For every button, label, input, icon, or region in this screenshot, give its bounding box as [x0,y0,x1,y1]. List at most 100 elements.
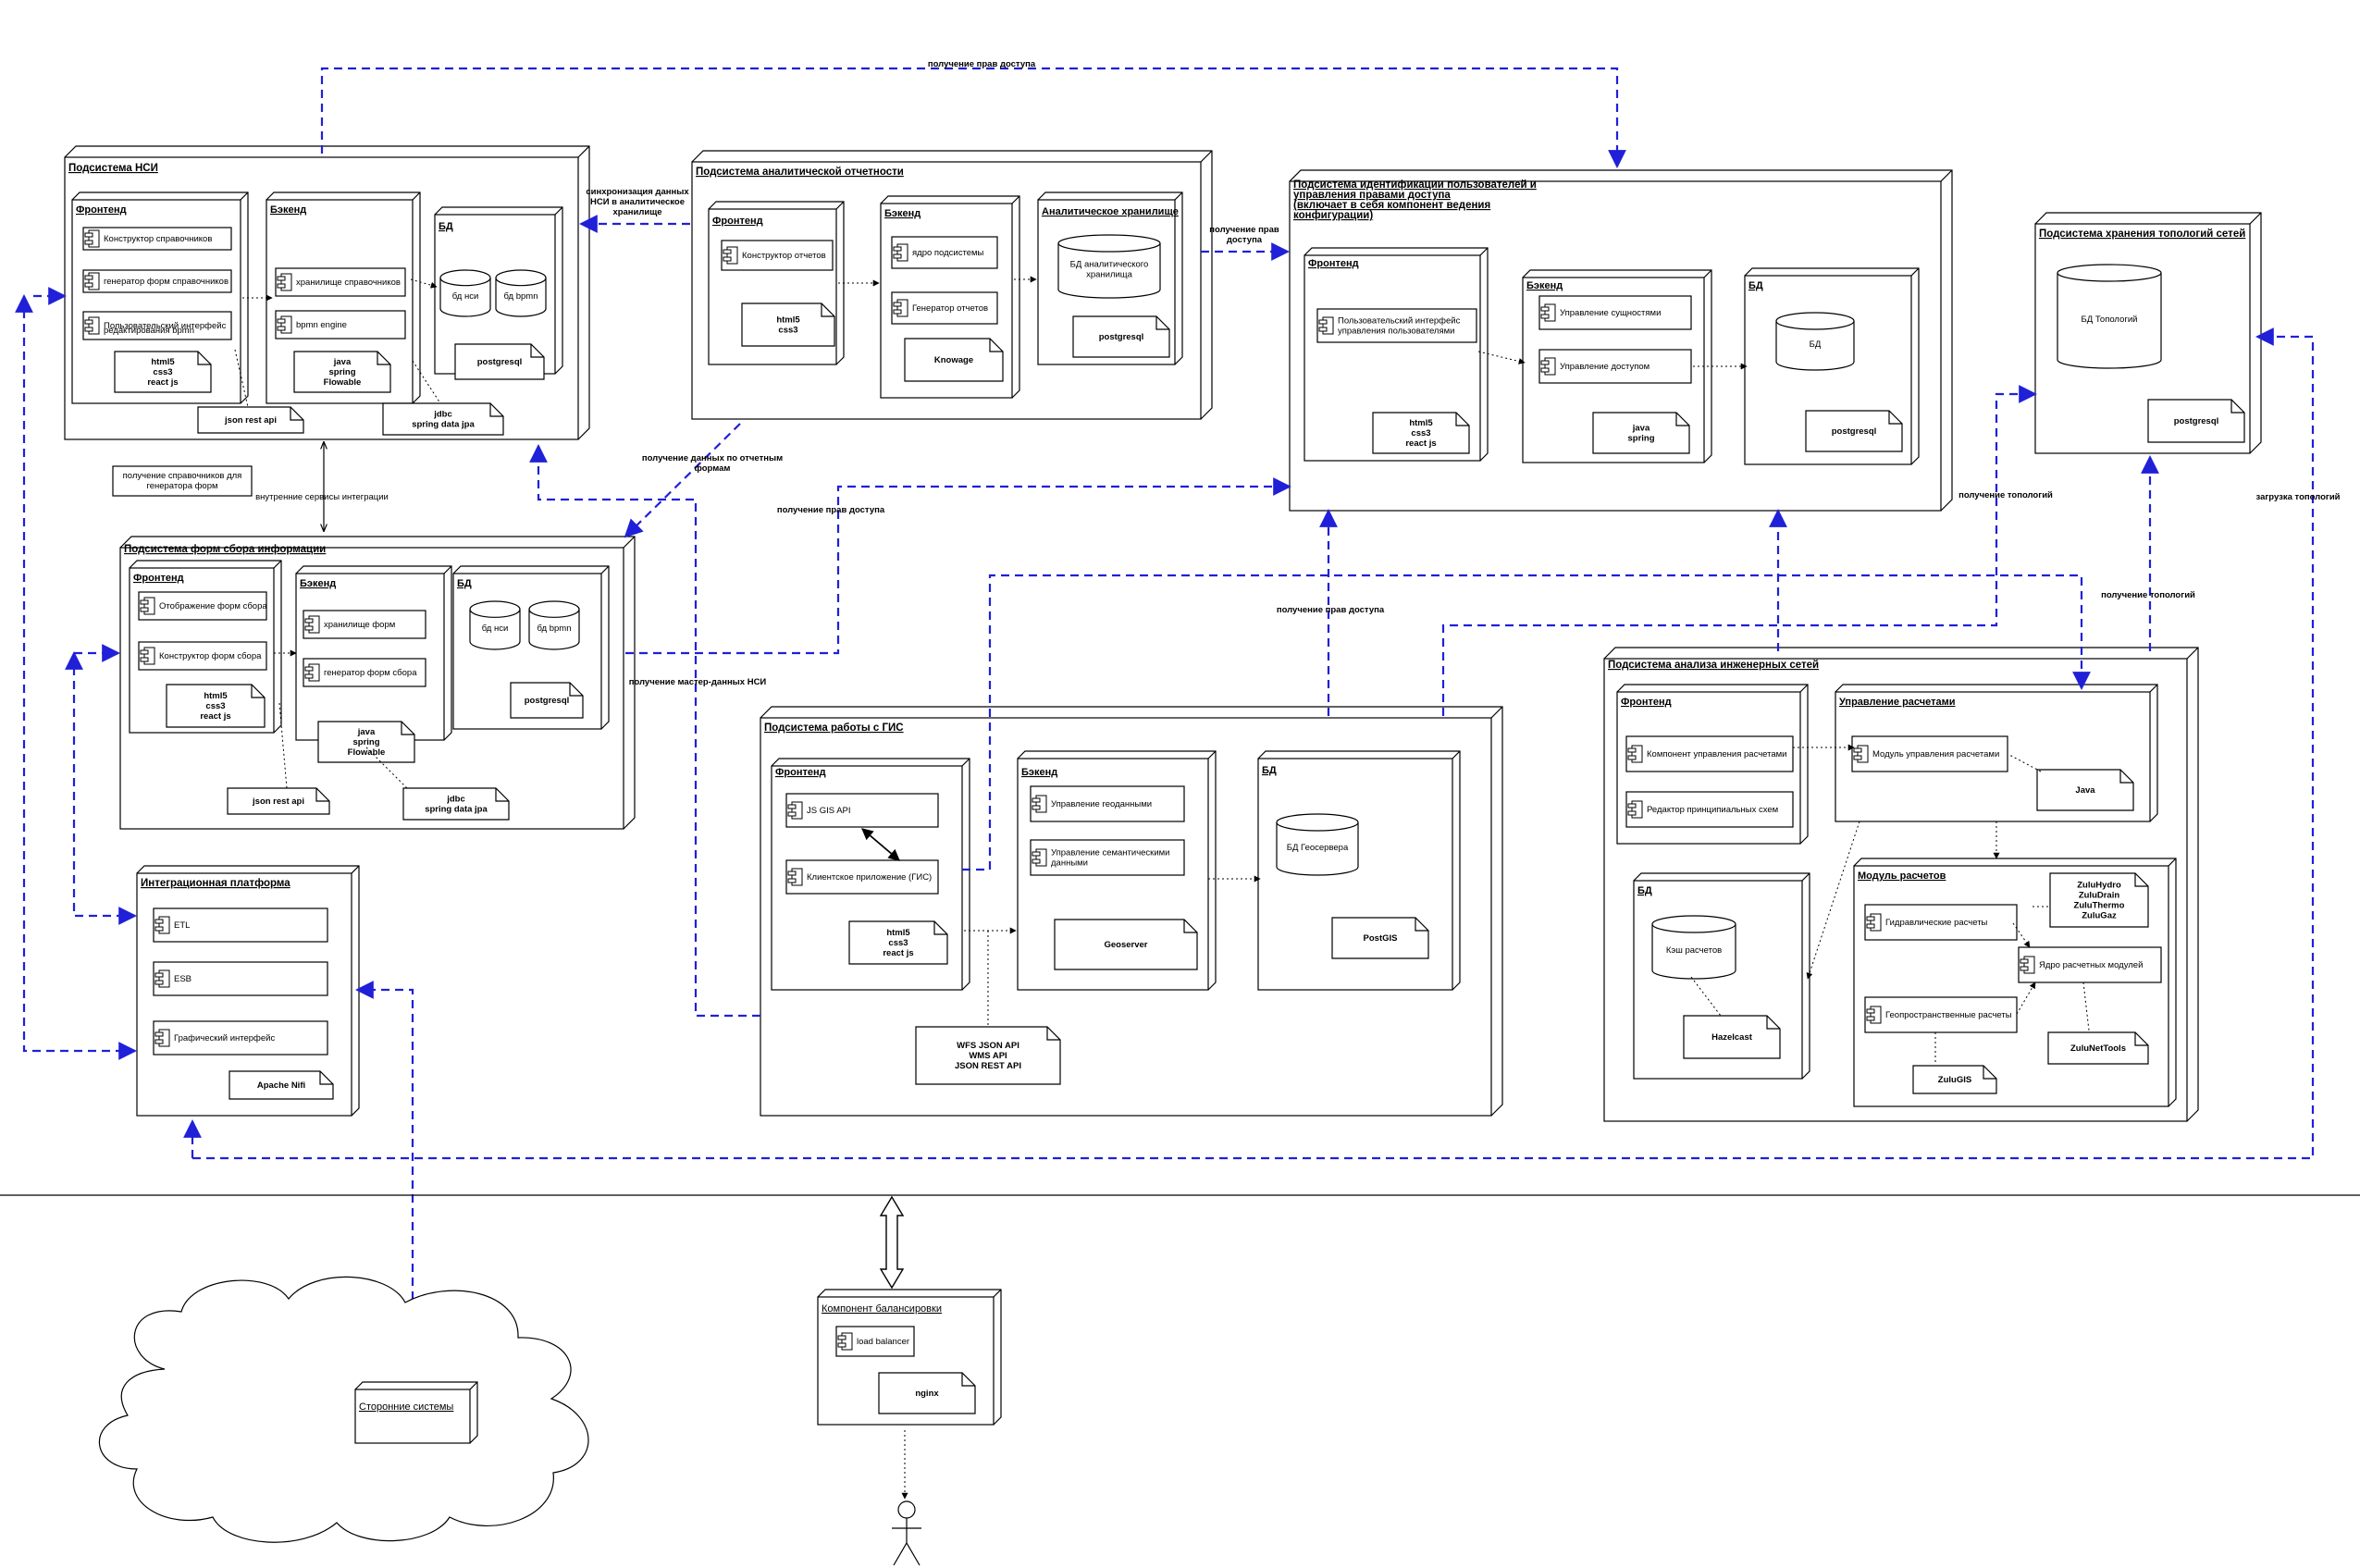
gis-api-artifact-label: WMS API [969,1051,1007,1061]
eng-calc-mgmt-component-box [1625,735,1794,772]
topo-artifact-doc [2147,399,2245,443]
edge-sync-label-line: синхронизация данных [586,187,689,197]
integ-nifi-artifact-fold [319,1071,333,1085]
gis-db-body [1276,822,1359,876]
edge-sync-label-line: НСИ в аналитическое [590,197,685,207]
edge-access-forms [625,477,1291,655]
forms-backend-node-frame [295,573,445,741]
forms-db-node-edge [600,565,610,574]
edge-topo-load-label: загрузка топологий [2255,492,2340,502]
topo-db-top [2057,264,2162,282]
gis-backend-node-edge [1207,750,1217,759]
edge-forms-data-label-line: получение данных по отчетным [642,453,783,463]
nsi-ref-storage-component-label: хранилище справочников [296,278,401,288]
analytic-knowage-artifact-doc [904,338,1004,382]
topo-title: Подсистема хранения топологий сетей [2039,228,2245,240]
balancer-nginx-artifact-doc [878,1372,976,1414]
nsi-rest-link [234,349,249,408]
analytic-frontend-artifact-doc [741,302,835,347]
idm-entity-component-label: Управление сущностями [1560,308,1661,318]
idm-frontend-artifact-doc [1372,412,1470,454]
external-node-edge [469,1381,478,1390]
analytic-core-component-label: ядро подсистемы [912,248,984,258]
nsi-frontend-artifact-label: html5 [151,357,175,367]
analytic-node-edge [1200,150,1213,163]
gis-frontend-artifact-fold [933,921,947,935]
eng-zulunettools-artifact-fold [2134,1032,2148,1046]
eng-cache-db-body [1651,924,1736,980]
eng-scheme-editor-component-box [1625,791,1794,828]
gis-geoserver-artifact: Geoserver [1054,919,1198,970]
forms-backend-artifact-fold [401,722,414,735]
integ-gui-component-box [153,1020,328,1056]
eng-zulugis-artifact-fold [1983,1066,1996,1080]
forms-db-nsi-label: бд нси [482,623,509,634]
gis-api-artifact-label: JSON REST API [955,1061,1021,1071]
analytic-core-component: ядро подсистемы [891,236,998,269]
nsi-db-nsi-top [439,269,491,287]
gis-postgis-artifact-doc [1331,917,1429,959]
balancer-lb-component-label: load balancer [857,1337,909,1347]
balancer-nginx-artifact: nginx [878,1372,976,1414]
nsi-jdbc-artifact-label: jdbc [433,410,452,420]
forms-constructor-component-box [138,641,267,671]
integ-gui-component-label: Графический интерфейс [174,1033,275,1043]
forms-generator-component-box [303,658,426,687]
edge-access-top-label: получение прав доступа [928,59,1036,69]
gis-client-app-component: Клиентское приложение (ГИС) [785,859,939,895]
forms-frontend-artifact-doc [166,684,266,728]
gis-backend-title: Бэкенд [1021,767,1057,778]
idm-frontend-artifact-fold [1455,413,1469,426]
external-node-frame [354,1389,471,1444]
external-node [354,1381,478,1444]
eng-calc-module-component-label: Модуль управления расчетами [1872,749,1999,759]
topo-db: БД Топологий [2057,264,2162,369]
nsi-rest-api-artifact-doc [197,406,304,434]
eng-zulu-artifact-label: ZuluGaz [2082,911,2117,921]
forms-storage-component-box [303,610,426,639]
edge-internal-label: внутренние сервисы интеграции [255,492,389,502]
forms-backend-node-edge [443,565,452,574]
eng-calc-module-component-box [1851,735,2008,772]
eng-modules-node-edge [2168,858,2177,867]
eng-frontend-title: Фронтенд [1621,697,1672,708]
topo-db-label: БД Топологий [2082,315,2138,325]
idm-access-component-label: Управление доступом [1560,362,1650,372]
topo-artifact-label: postgresql [2174,416,2219,426]
topo-artifact-fold [2230,400,2244,414]
eng-java-artifact-fold [2119,770,2133,784]
nsi-frontend-artifact-label: css3 [153,367,172,377]
forms-db-artifact-fold [569,683,583,697]
forms-frontend-node-edge [273,560,282,569]
eng-core-modules-component-label: Ядро расчетных модулей [2039,960,2143,970]
edge-topo-get2-label: получение топологий [2101,590,2195,600]
analytic-store-title: Аналитическое хранилище [1042,206,1179,217]
nsi-db-bpmn: бд bpmn [495,269,547,317]
idm-backend-artifact-fold [1675,413,1689,426]
nsi-bpmn-engine-component-label: bpmn engine [296,320,347,330]
integ-title: Интеграционная платформа [141,878,290,889]
analytic-backend-title: Бэкенд [884,208,921,219]
gis-api-artifact-label: WFS JSON API [957,1041,1019,1051]
nsi-constructor-component-box [82,227,232,251]
forms-frontend-artifact-fold [251,685,265,698]
integ-nifi-artifact-label: Apache Nifi [257,1080,305,1091]
forms-generator-component: генератор форм сбора [303,658,426,687]
edge-access-right-label-line: доступа [1227,235,1263,245]
nsi-frontend-title: Фронтенд [76,204,127,216]
forms-jdbc-artifact-label: spring data jpa [425,805,488,815]
integ-etl-component-box [153,907,328,943]
idm-db-body [1775,321,1855,371]
forms-db-nsi-top [469,600,521,618]
eng-cache-db: Кэш расчетов [1651,915,1736,980]
eng-node-edge [2186,647,2199,660]
eng-zulugis-artifact-doc [1912,1065,1997,1094]
analytic-frontend-artifact-label: css3 [778,326,797,336]
idm-title-line: (включает в себя компонент ведения [1293,200,1490,211]
gis-db-top [1276,813,1359,832]
eng-zulunettools-artifact-doc [2047,1031,2149,1065]
